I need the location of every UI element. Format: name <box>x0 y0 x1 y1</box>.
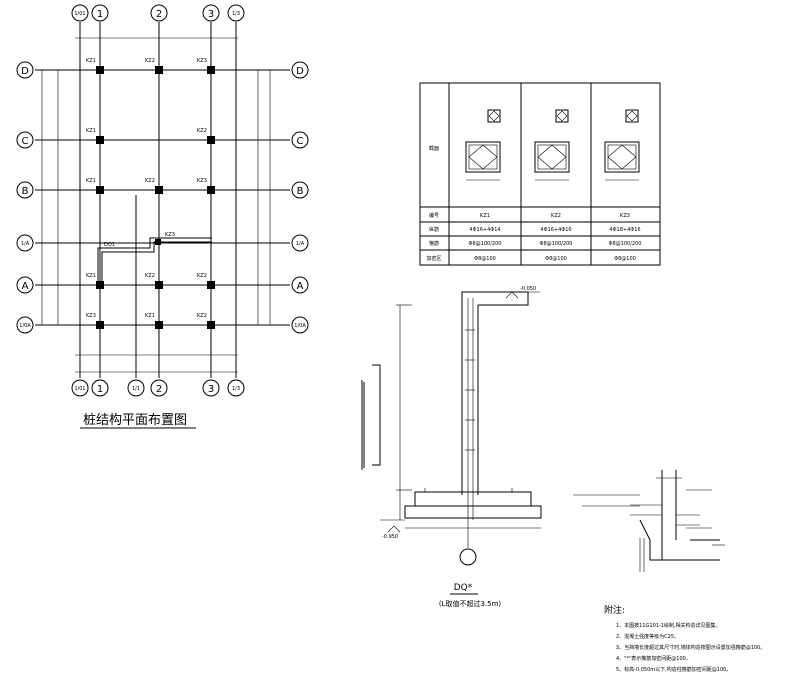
column <box>96 281 104 289</box>
notes: 附注: 1、本图按11G101-1绘制,相关构造详见图集。 2、混凝土强度等级为… <box>604 604 765 673</box>
kz2-rebar: 4Φ16+4Φ16 <box>540 227 571 233</box>
column <box>207 136 215 144</box>
axis-label: 1/3 <box>232 386 240 392</box>
kz1-dense: Φ8@100 <box>474 256 496 262</box>
column-tag: KZ1 <box>86 178 96 184</box>
column-tag: KZ2 <box>145 178 155 184</box>
axis-label: 1/0A <box>294 323 306 329</box>
left-axis-bubbles: D C B 1/A A 1/0A <box>16 61 34 334</box>
column-tag: KZ3 <box>165 232 175 238</box>
kz3-dense: Φ8@100 <box>614 256 636 262</box>
column-tag: KZ2 <box>145 273 155 279</box>
axis-label: 1 <box>97 9 103 20</box>
column-tag: KZ3 <box>197 178 207 184</box>
kz2-stirrup: Φ8@100/200 <box>540 241 573 247</box>
column <box>207 66 215 74</box>
elev-base: -0.950 <box>382 534 398 540</box>
row-label-id: 编号 <box>429 212 439 219</box>
kz1-stirrup: Φ8@100/200 <box>469 241 502 247</box>
axis-label: C <box>22 136 29 147</box>
column <box>155 239 161 245</box>
axis-label: D <box>296 66 304 77</box>
column <box>207 186 215 194</box>
axis-label: 3 <box>208 384 214 395</box>
note-4: 4、"*"表示箍筋加密间距@100。 <box>616 655 691 662</box>
notes-heading: 附注: <box>604 604 625 616</box>
column <box>155 186 163 194</box>
note-3: 3、当挡墙长度超过其尺寸时,墙体构造按图示设置加强箍筋@100。 <box>616 644 765 651</box>
row-label-dense: 加密区 <box>426 255 441 262</box>
axis-label: 1/1 <box>132 386 140 392</box>
axis-label: 1/01 <box>74 386 85 392</box>
kz3-id: KZ3 <box>620 213 630 219</box>
column-tag: KZ2 <box>197 313 207 319</box>
wall-section-title: DQ* <box>454 583 473 593</box>
axis-label: 2 <box>156 384 162 395</box>
axis-label: 1/3 <box>232 11 240 17</box>
column <box>207 281 215 289</box>
kz3-stirrup: Φ8@100/200 <box>609 241 642 247</box>
retaining-wall-section: -0.050 -0.950 DQ* (L取值不超过3.5m) <box>361 286 542 608</box>
column-tag: KZ1 <box>86 128 96 134</box>
elev-top: -0.050 <box>520 286 536 292</box>
axis-label: 2 <box>156 9 162 20</box>
column-tag: KZ1 <box>86 273 96 279</box>
axis-label: D <box>21 66 29 77</box>
kz2-dense: Φ8@100 <box>545 256 567 262</box>
column-tag: KZ2 <box>197 273 207 279</box>
column-tag: KZ1 <box>145 313 155 319</box>
section-sketch-kz2 <box>534 109 570 181</box>
wall-section-subtitle: (L取值不超过3.5m) <box>439 599 502 608</box>
column <box>155 66 163 74</box>
right-axis-bubbles: D C B 1/A A 1/0A <box>291 61 309 334</box>
column <box>207 321 215 329</box>
axis-label: B <box>297 186 304 197</box>
column-tag: KZ1 <box>86 58 96 64</box>
axis-label: 1/01 <box>74 11 85 17</box>
kz2-id: KZ2 <box>551 213 561 219</box>
axis-label: 3 <box>208 9 214 20</box>
column-tag: KZ2 <box>197 128 207 134</box>
plan-title: 桩结构平面布置图 <box>83 413 187 428</box>
column-tag: KZ2 <box>145 58 155 64</box>
axis-label: A <box>22 281 29 292</box>
row-label-rebar: 纵筋 <box>429 226 439 233</box>
axis-label: C <box>297 136 304 147</box>
axis-label: A <box>297 281 304 292</box>
axis-label: B <box>22 186 29 197</box>
kz1-id: KZ1 <box>480 213 490 219</box>
top-axis-bubbles: 1/01 1 2 3 1/3 <box>71 4 245 22</box>
row-label-stirrup: 箍筋 <box>429 240 439 247</box>
columns <box>96 66 215 329</box>
column <box>155 321 163 329</box>
note-5: 5、标高-0.050m以下,构造柱箍筋加密间距@100。 <box>616 666 731 673</box>
joint-detail <box>573 470 725 572</box>
column-schedule-table: 截面 编号 纵筋 箍筋 加密区 KZ1 KZ2 KZ3 <box>419 82 661 266</box>
column <box>96 66 104 74</box>
kz1-rebar: 4Φ16+4Φ14 <box>469 227 500 233</box>
column <box>96 136 104 144</box>
column <box>155 281 163 289</box>
axis-label: 1/0A <box>19 323 31 329</box>
axis-label: 1 <box>97 384 103 395</box>
section-sketch-kz3 <box>604 109 640 181</box>
bottom-axis-bubbles: 1/01 1 1/1 2 3 1/3 <box>71 379 245 397</box>
note-1: 1、本图按11G101-1绘制,相关构造详见图集。 <box>616 622 721 629</box>
pile-layout-plan: KZ1 KZ2 KZ3 KZ1 KZ2 KZ1 KZ2 KZ3 KZ1 KZ2 … <box>16 4 309 429</box>
axis-label: 1/A <box>21 241 30 247</box>
column <box>96 186 104 194</box>
section-sketch-kz1 <box>465 109 501 181</box>
column-tag: KZ3 <box>86 313 96 319</box>
column <box>96 321 104 329</box>
row-label-section: 截面 <box>429 145 439 152</box>
note-2: 2、混凝土强度等级为C25。 <box>616 633 679 640</box>
kz3-rebar: 4Φ18+4Φ16 <box>609 227 640 233</box>
wall-tag: DQ1 <box>104 242 115 248</box>
column-tag: KZ3 <box>197 58 207 64</box>
axis-label: 1/A <box>296 241 305 247</box>
